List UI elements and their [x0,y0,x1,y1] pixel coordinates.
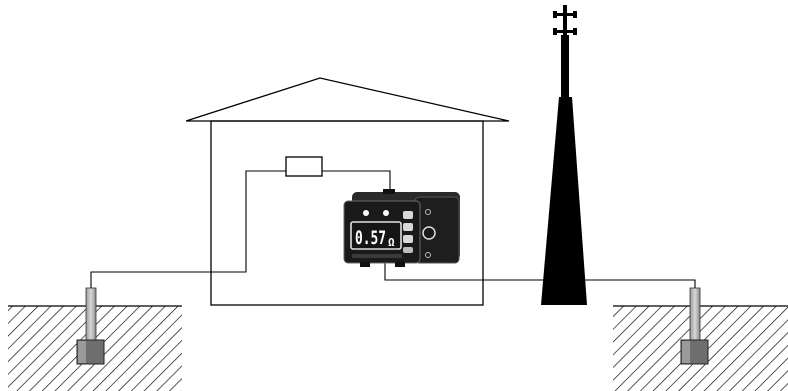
side-socket-top [425,209,431,215]
wiring [90,170,696,288]
meter-button-2[interactable] [403,223,413,231]
indicator-light-right [383,210,389,216]
meter-button-3[interactable] [403,235,413,243]
meter-button-1[interactable] [403,211,413,219]
ground-electrode-left [76,287,105,365]
lcd-display [350,221,402,250]
display-unit: Ω [388,236,395,249]
resistor [285,156,323,177]
radio-tower [541,5,587,305]
ground-electrode-right [680,287,709,365]
display-value: 0.57 [355,227,386,249]
meter-knob[interactable] [422,226,436,240]
house-outline [185,77,510,306]
earth-resistance-meter: 0.57 Ω [343,189,460,267]
side-socket-bottom [425,252,431,258]
meter-button-4[interactable] [403,247,413,253]
indicator-light-left [363,210,369,216]
